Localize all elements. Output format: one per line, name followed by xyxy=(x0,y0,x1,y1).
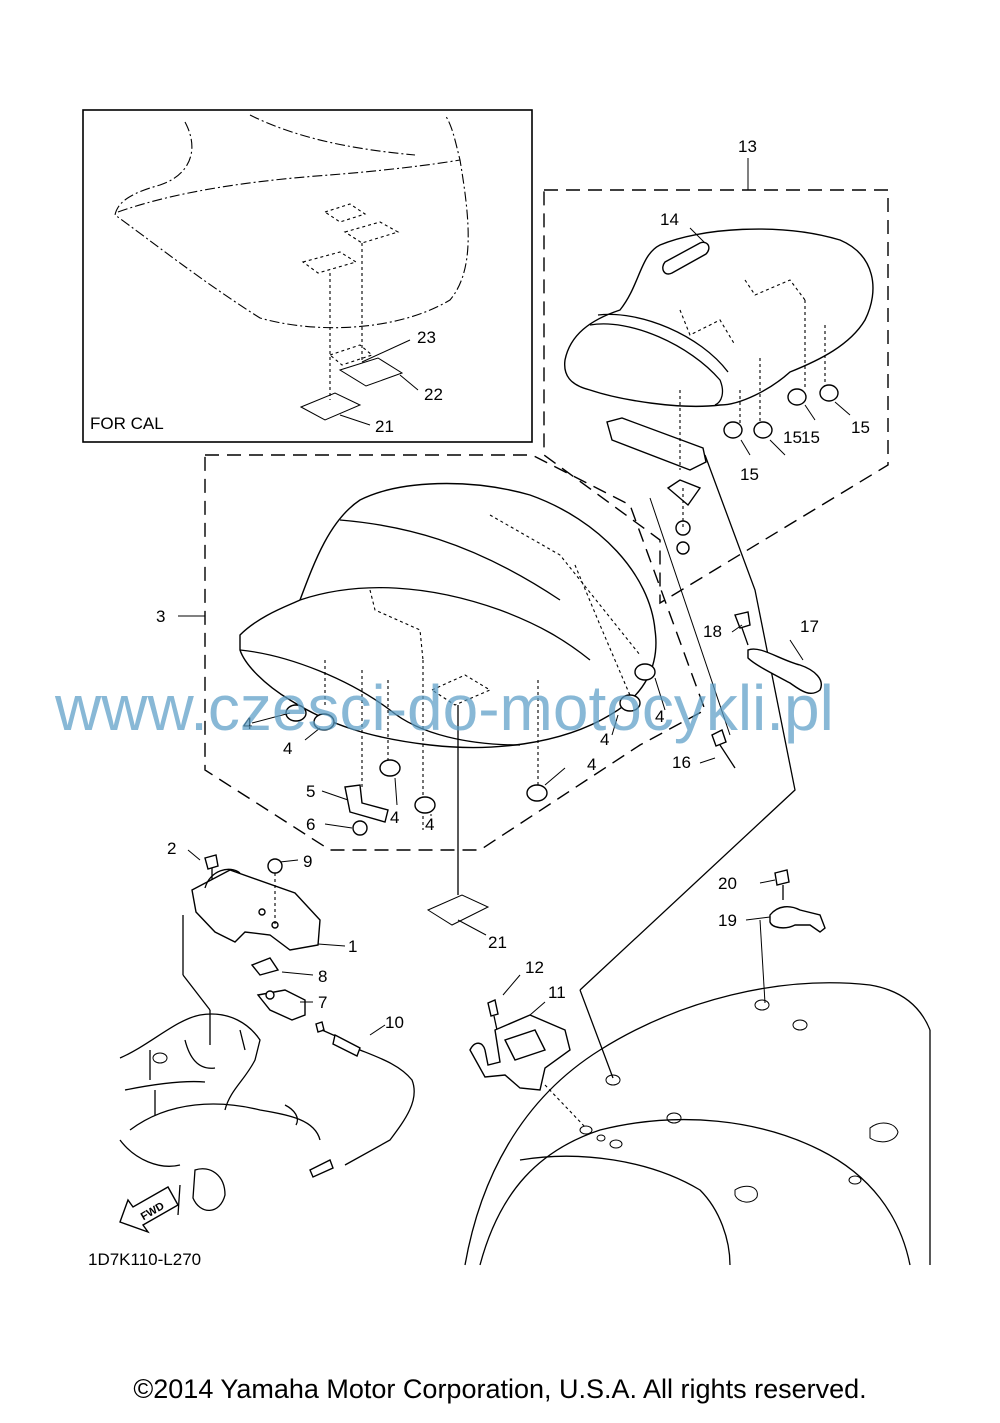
diagram-code: 1D7K110-L270 xyxy=(88,1250,201,1269)
part-label-18: 18 xyxy=(703,622,722,641)
part-label-4a: 4 xyxy=(243,714,252,733)
part-label-21-inset: 21 xyxy=(375,417,394,436)
part-label-10: 10 xyxy=(385,1013,404,1032)
passenger-seat-group: 13 14 15 15 15 15 xyxy=(543,137,889,605)
part-label-5: 5 xyxy=(306,782,315,801)
part-label-4c: 4 xyxy=(390,808,399,827)
part-label-14: 14 xyxy=(660,210,679,229)
part-label-12: 12 xyxy=(525,958,544,977)
part-label-19: 19 xyxy=(718,911,737,930)
part-label-17: 17 xyxy=(800,617,819,636)
part-label-16: 16 xyxy=(672,753,691,772)
part-label-4g: 4 xyxy=(655,707,664,726)
part-label-15d: 15 xyxy=(851,418,870,437)
part-label-9: 9 xyxy=(303,852,312,871)
seat-lock-assembly: 1 2 9 8 7 10 xyxy=(167,839,415,1178)
rear-fender: 11 12 19 20 xyxy=(464,869,931,1266)
part-label-15c: 15 xyxy=(801,428,820,447)
inset-for-cal: FOR CAL 23 22 21 xyxy=(82,109,533,443)
fwd-arrow: FWD xyxy=(119,1186,179,1234)
part-label-7: 7 xyxy=(318,993,327,1012)
part-label-4b: 4 xyxy=(283,739,292,758)
rear-brackets: 17 18 16 xyxy=(579,454,822,991)
part-label-4f: 4 xyxy=(600,730,609,749)
part-label-11: 11 xyxy=(548,983,566,1002)
part-label-6: 6 xyxy=(306,815,315,834)
part-label-23: 23 xyxy=(417,328,436,347)
watermark-text: www.czesci-do-motocykli.pl xyxy=(54,672,834,744)
inset-label: FOR CAL xyxy=(90,414,164,433)
part-label-22: 22 xyxy=(424,385,443,404)
part-label-13: 13 xyxy=(738,137,757,156)
frame-section xyxy=(119,1013,321,1216)
rider-seat-group: 3 4 4 4 4 4 4 4 5 6 xyxy=(156,454,706,895)
part-label-1: 1 xyxy=(348,937,357,956)
part-label-3: 3 xyxy=(156,607,165,626)
copyright-notice: ©2014 Yamaha Motor Corporation, U.S.A. A… xyxy=(133,1374,867,1404)
part-label-20: 20 xyxy=(718,874,737,893)
part-label-15b: 15 xyxy=(783,428,802,447)
part-label-4e: 4 xyxy=(587,755,596,774)
part-label-15a: 15 xyxy=(740,465,759,484)
part-label-2: 2 xyxy=(167,839,176,858)
part-label-4d: 4 xyxy=(425,815,434,834)
part-label-21-lower: 21 xyxy=(488,933,507,952)
part-label-8: 8 xyxy=(318,967,327,986)
label-21-lower: 21 xyxy=(426,894,507,952)
